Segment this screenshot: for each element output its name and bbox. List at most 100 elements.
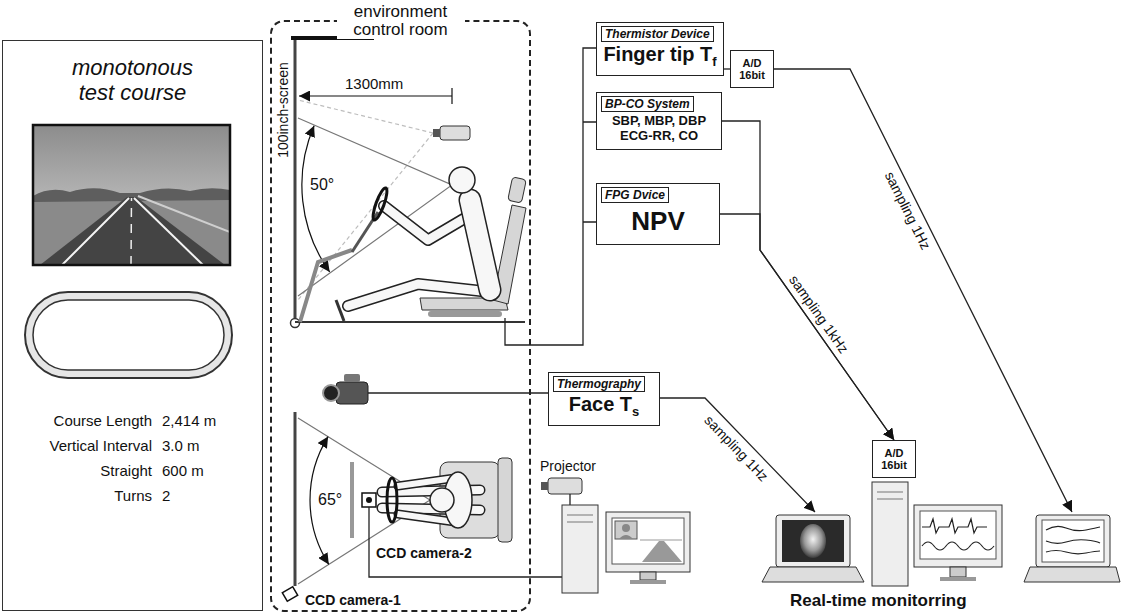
driver-side-view xyxy=(508,177,527,203)
temperature-laptop xyxy=(1046,551,1100,554)
projector-wire xyxy=(569,494,570,505)
projector-symbol xyxy=(433,129,440,137)
course-map xyxy=(25,292,232,378)
course-stat-value: 2 xyxy=(162,487,170,504)
biosignal-computer xyxy=(940,577,976,581)
device-box: ThermographyFace Ts xyxy=(548,372,660,426)
measured-quantity: SBP, MBP, DBP ECG-RR, CO xyxy=(612,113,706,143)
driver-top-view xyxy=(350,462,354,538)
projector-symbol xyxy=(433,126,470,140)
course-map xyxy=(25,292,232,378)
subscript: f xyxy=(712,54,716,69)
course-stat-name: Course Length xyxy=(14,412,152,429)
screen-top-view xyxy=(295,412,296,586)
projection-field xyxy=(298,133,433,300)
dimension-line xyxy=(299,95,452,96)
thermal-laptop xyxy=(762,567,864,582)
screen-top-view xyxy=(294,412,297,586)
biosignal-computer xyxy=(914,505,1002,567)
angle-label: 65° xyxy=(318,491,342,509)
device-name: Thermography xyxy=(553,376,645,392)
projector-symbol xyxy=(548,478,582,494)
control-computer xyxy=(640,540,682,541)
converter-name: A/D 16bit xyxy=(737,57,767,81)
temperature-laptop xyxy=(1024,567,1120,582)
control-computer xyxy=(567,515,593,516)
driver-side-view xyxy=(428,311,502,317)
thermal-laptop xyxy=(762,515,864,582)
thermography-camera xyxy=(323,374,368,404)
biosignal-computer xyxy=(950,567,966,577)
control-computer xyxy=(562,505,690,593)
sampling-label: sampling 1kHz xyxy=(786,272,852,356)
signal-line xyxy=(722,121,894,440)
measured-quantity: NPV xyxy=(631,206,684,236)
ad-converter: A/D 16bit xyxy=(730,50,774,88)
driver-side-view xyxy=(370,187,389,222)
road-photo xyxy=(33,125,230,265)
ccd-camera xyxy=(366,497,372,503)
course-stat-value: 3.0 m xyxy=(162,437,200,454)
biosignal-computer xyxy=(922,542,994,550)
course-stat-name: Straight xyxy=(14,462,152,479)
screen-label: 100inch-screen xyxy=(275,62,291,158)
signal-line xyxy=(720,214,894,440)
signal-wire xyxy=(660,398,815,512)
biosignal-computer xyxy=(877,492,903,493)
measured-quantity: Face T xyxy=(569,393,632,415)
temperature-laptop xyxy=(1036,515,1110,567)
driver-top-view xyxy=(387,478,397,522)
driver-side-view xyxy=(470,200,490,290)
camera-wire xyxy=(368,392,548,393)
control-computer xyxy=(562,505,598,593)
monitoring-label: Real-time monitorring xyxy=(790,591,967,611)
driver-top-view xyxy=(352,458,512,542)
thermal-laptop xyxy=(782,520,844,562)
control-computer xyxy=(606,512,690,572)
device-box: Thermistor DeviceFinger tip Tf xyxy=(596,22,724,76)
thermography-camera xyxy=(344,374,360,382)
thermography-camera xyxy=(323,385,339,401)
projector-symbol xyxy=(541,482,548,490)
driver-side-view xyxy=(470,200,490,290)
subscript: s xyxy=(632,404,639,419)
projector-label: Projector xyxy=(540,458,596,474)
biosignal-computer xyxy=(872,482,908,586)
device-reading: SBP, MBP, DBP ECG-RR, CO xyxy=(603,114,715,144)
control-computer xyxy=(630,580,666,584)
sensor-wire xyxy=(505,48,596,345)
temperature-laptop xyxy=(1024,515,1120,582)
road-photo xyxy=(33,125,230,265)
course-stat-value: 600 m xyxy=(162,462,204,479)
camera-wire xyxy=(369,507,562,577)
driver-top-view xyxy=(498,458,512,542)
driver-top-view xyxy=(430,488,454,512)
thermal-laptop xyxy=(800,524,826,558)
device-reading: NPV xyxy=(631,207,684,237)
ccd-camera xyxy=(282,587,297,602)
road-photo xyxy=(33,125,230,265)
road-photo xyxy=(138,196,230,232)
control-room: environment control room xyxy=(270,20,531,612)
room-heading: environment control room xyxy=(337,3,465,39)
device-reading: Finger tip Tf xyxy=(603,43,716,70)
device-name: BP-CO System xyxy=(601,96,694,112)
camera-label: CCD camera-1 xyxy=(305,592,401,608)
course-stat-value: 2,414 m xyxy=(162,412,216,429)
temperature-laptop xyxy=(1042,520,1104,562)
projection-field xyxy=(298,100,433,300)
projector-symbol xyxy=(541,478,582,494)
road-photo xyxy=(62,198,129,265)
sampling-label: sampling 1Hz xyxy=(881,169,933,252)
connectors xyxy=(720,69,894,440)
temperature-laptop xyxy=(1046,540,1100,544)
device-box: BP-CO SystemSBP, MBP, DBP ECG-RR, CO xyxy=(596,92,722,150)
road-photo xyxy=(33,188,230,265)
biosignal-computer xyxy=(922,519,987,533)
control-computer xyxy=(615,521,637,539)
biosignal-computer xyxy=(877,499,903,500)
angle-label: 50° xyxy=(310,176,334,194)
course-map xyxy=(33,300,224,370)
projection-field xyxy=(298,100,433,133)
road-photo xyxy=(40,197,225,265)
